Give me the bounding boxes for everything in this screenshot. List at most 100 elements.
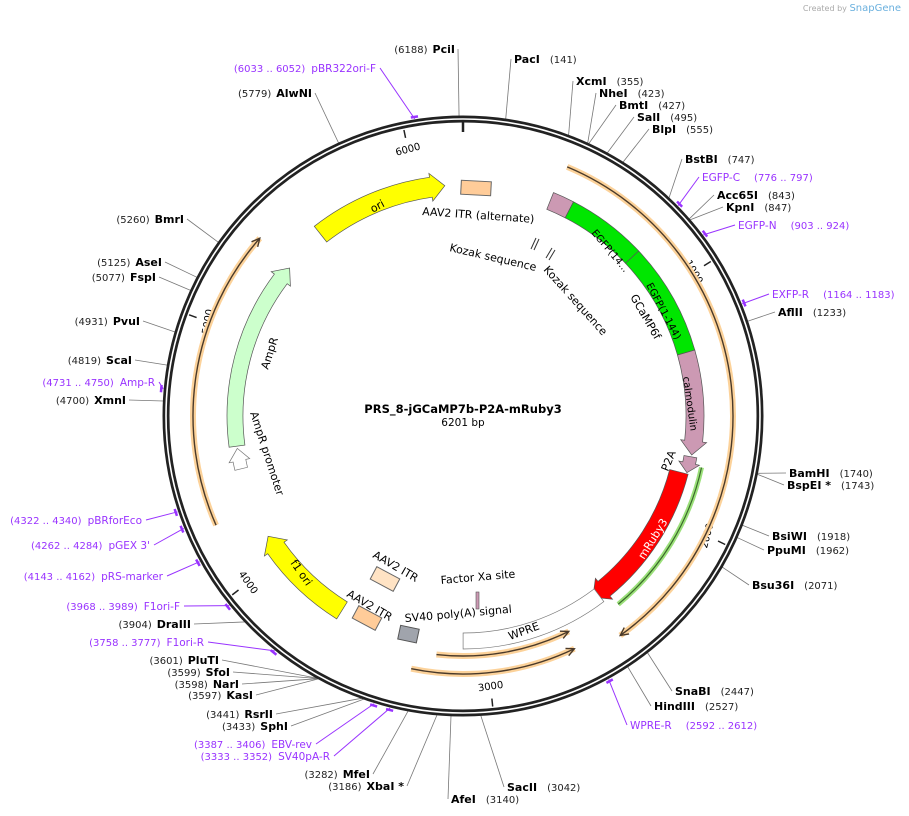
site-label-kpni[interactable]: KpnI(847) (726, 201, 791, 214)
site-label-hindiii[interactable]: HindIII(2527) (654, 700, 738, 713)
site-label-pcii[interactable]: (6188)PciI (394, 43, 455, 56)
site-label-sacii[interactable]: SacII(3042) (507, 781, 580, 794)
site-name: SphI (260, 720, 288, 733)
site-labels: (6188)PciI PacI(141) XcmI(355)NheI(423)Bmt… (10, 43, 894, 806)
orf-arc[interactable] (192, 237, 261, 526)
site-label-sphi[interactable]: (3433)SphI (222, 720, 288, 733)
site-label-ppumi[interactable]: PpuMI(1962) (767, 544, 849, 557)
site-label-nari[interactable]: (3598)NarI (175, 678, 239, 691)
primer-label-egfp-c[interactable]: EGFP-C(776 .. 797) (702, 172, 813, 184)
snapgene-credit: Created by SnapGene (803, 3, 901, 14)
primer-label-ebv-rev[interactable]: (3387 .. 3406)EBV-rev (194, 739, 312, 751)
site-label-sali[interactable]: SalI(495) (637, 111, 697, 124)
primer-label-f1ori-f[interactable]: (3968 .. 3989)F1ori-F (66, 601, 180, 613)
site-label-snabi[interactable]: SnaBI(2447) (675, 685, 754, 698)
site-label-bsiwi[interactable]: BsiWI(1918) (772, 530, 850, 543)
primer-label-f1ori-r[interactable]: (3758 .. 3777)F1ori-R (89, 637, 204, 649)
primer-label-pbr322ori-f[interactable]: (6033 .. 6052)pBR322ori-F (234, 63, 376, 75)
feature-aav2-itr-1[interactable] (369, 566, 401, 592)
feature-ampr[interactable] (226, 267, 291, 448)
mruby3-orf-line (617, 467, 703, 605)
site-label-pvui[interactable]: (4931)PvuI (75, 315, 140, 328)
site-name: NheI (599, 87, 628, 100)
feature-sv40-polya[interactable] (397, 624, 420, 644)
leader-asei (164, 261, 198, 278)
site-label-kasi[interactable]: (3597)KasI (188, 689, 253, 702)
leader-bmti (588, 104, 617, 144)
site-leader-lines (128, 48, 787, 800)
site-position: (4143 .. 4162) (24, 572, 96, 583)
site-label-bmri[interactable]: (5260)BmrI (116, 213, 184, 226)
feature-wpre[interactable] (462, 588, 605, 650)
site-position: (5260) (116, 215, 149, 226)
site-label-xmni[interactable]: (4700)XmnI (56, 394, 126, 407)
feature-ori[interactable] (313, 172, 446, 243)
site-label-aflii[interactable]: AflII(1233) (778, 306, 846, 319)
primer-label-pgex-3[interactable]: (4262 .. 4284)pGEX 3' (31, 540, 150, 552)
orf-arc[interactable] (566, 166, 734, 637)
site-label-bsu36i[interactable]: Bsu36I(2071) (752, 579, 838, 592)
leader-sfoi (232, 671, 318, 679)
primer-label-pbrforeco[interactable]: (4322 .. 4340)pBRforEco (10, 515, 142, 527)
site-label-paci[interactable]: PacI(141) (514, 53, 577, 66)
leader-bstbi (668, 158, 683, 199)
site-label-bstbi[interactable]: BstBI(747) (685, 153, 755, 166)
site-label-afei[interactable]: AfeI(3140) (451, 793, 519, 806)
site-label-mfei[interactable]: (3282)MfeI (304, 768, 370, 781)
leader-sv40pa-r (333, 707, 391, 757)
feature-aav2-itr-alternate[interactable] (460, 179, 492, 197)
site-position: (4731 .. 4750) (42, 378, 114, 389)
feature-mruby3[interactable] (592, 469, 689, 600)
feature-ampr-promoter[interactable] (228, 447, 251, 471)
primer-label-wpre-r[interactable]: WPRE-R(2592 .. 2612) (630, 720, 757, 732)
site-label-draiii[interactable]: (3904)DraIII (118, 618, 191, 631)
site-label-rsrii[interactable]: (3441)RsrII (206, 708, 273, 721)
label-ori: ori (368, 197, 387, 215)
leader-pluti (221, 659, 318, 679)
site-label-nhei[interactable]: NheI(423) (599, 87, 665, 100)
primer-mark-egfp-n (701, 230, 709, 238)
primer-mark-f1ori-r (269, 649, 278, 656)
leader-xcmi (568, 80, 574, 136)
primer-label-exfp-r[interactable]: EXFP-R(1164 .. 1183) (772, 289, 895, 301)
site-name: XmnI (94, 394, 126, 407)
site-label-alwni[interactable]: (5779)AlwNI (238, 87, 312, 100)
feature-p2a[interactable] (678, 455, 701, 474)
feature-f1-ori[interactable] (263, 535, 348, 620)
site-label-acc65i[interactable]: Acc65I(843) (717, 189, 795, 202)
credit-brand: SnapGene (849, 3, 901, 14)
feature-calmodulin[interactable] (677, 349, 708, 456)
site-label-blpi[interactable]: BlpI(555) (652, 123, 713, 136)
primer-label-amp-r[interactable]: (4731 .. 4750)Amp-R (42, 377, 155, 389)
site-label-xcmi[interactable]: XcmI(355) (576, 75, 644, 88)
site-position: (3968 .. 3989) (66, 602, 138, 613)
primer-label-prs-marker[interactable]: (4143 .. 4162)pRS-marker (24, 571, 164, 583)
primer-label-egfp-n[interactable]: EGFP-N(903 .. 924) (738, 220, 849, 232)
tick-mark (703, 260, 712, 267)
primer-label-sv40pa-r[interactable]: (3333 .. 3352)SV40pA-R (201, 751, 330, 763)
site-label-bamhi[interactable]: BamHI(1740) (789, 467, 873, 480)
leader-exfp-r (742, 293, 770, 305)
leader-pbr322ori-f (379, 67, 416, 120)
site-name: MfeI (343, 768, 370, 781)
site-label-asei[interactable]: (5125)AseI (97, 256, 162, 269)
site-label-fspi[interactable]: (5077)FspI (92, 271, 156, 284)
feature-aav2-itr-2[interactable] (351, 605, 383, 631)
site-position: (2071) (804, 581, 837, 592)
site-position: (747) (728, 155, 755, 166)
site-name: BamHI (789, 467, 830, 480)
site-name: NarI (213, 678, 239, 691)
orf-arc[interactable] (436, 630, 570, 657)
site-label-bmti[interactable]: BmtI(427) (619, 99, 685, 112)
leader-kpni (689, 206, 724, 221)
site-label-pluti[interactable]: (3601)PluTI (149, 654, 219, 667)
site-name: AfeI (451, 793, 476, 806)
feature-factor-xa-site[interactable] (475, 591, 480, 610)
site-label-bspei[interactable]: BspEI *(1743) (787, 479, 874, 492)
site-label-xbai[interactable]: (3186)XbaI * (328, 780, 404, 793)
site-label-scai[interactable]: (4819)ScaI (68, 354, 132, 367)
label-ampr: AmpR (258, 335, 281, 371)
leader-ebv-rev (315, 703, 375, 745)
orf-arc[interactable] (411, 648, 575, 675)
site-label-sfoi[interactable]: (3599)SfoI (167, 666, 230, 679)
